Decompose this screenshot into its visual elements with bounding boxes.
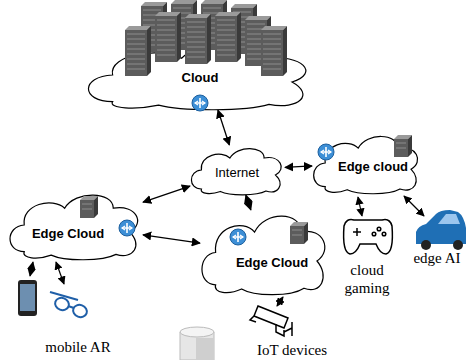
cloud-node: Edge Cloud [8, 190, 143, 260]
ar-glasses-icon [50, 292, 89, 319]
cloud-outline [200, 210, 330, 295]
node-label: Cloud [182, 70, 219, 85]
network-link [246, 195, 251, 210]
cloud-outline [85, 0, 315, 110]
network-link [143, 186, 190, 202]
server-icon [80, 196, 98, 218]
server-icon [215, 12, 241, 62]
server-icon [185, 14, 211, 64]
device-label: IoT devices [257, 341, 327, 359]
network-link [285, 166, 312, 167]
node-label: Edge Cloud [32, 226, 104, 241]
cloud-node: Edge Cloud [200, 210, 330, 295]
network-link [218, 110, 229, 145]
router-icon [192, 95, 208, 111]
cloud-outline [8, 190, 143, 260]
server-icon [261, 26, 287, 76]
smart-speaker-icon [180, 327, 214, 360]
device-label: cloud gaming [335, 261, 399, 297]
router-icon [230, 229, 246, 245]
network-link [143, 235, 200, 243]
server-icon [290, 222, 308, 244]
server-icon [125, 26, 151, 76]
phone-icon [18, 280, 37, 316]
node-label: Edge cloud [338, 159, 408, 174]
node-label: Internet [215, 165, 259, 180]
game-controller-icon [344, 220, 393, 254]
device-label: edge AI [413, 249, 460, 267]
cloud-node: Cloud [85, 0, 315, 110]
car-icon [416, 210, 466, 250]
cloud-node: Internet [190, 145, 285, 195]
server-icon [394, 135, 412, 157]
cloud-node: Edge cloud [312, 132, 422, 194]
server-icon [155, 12, 181, 62]
device-label: mobile AR [45, 338, 110, 356]
router-icon [318, 144, 334, 160]
node-label: Edge Cloud [236, 255, 308, 270]
camera-icon [250, 306, 292, 336]
router-icon [119, 220, 135, 236]
